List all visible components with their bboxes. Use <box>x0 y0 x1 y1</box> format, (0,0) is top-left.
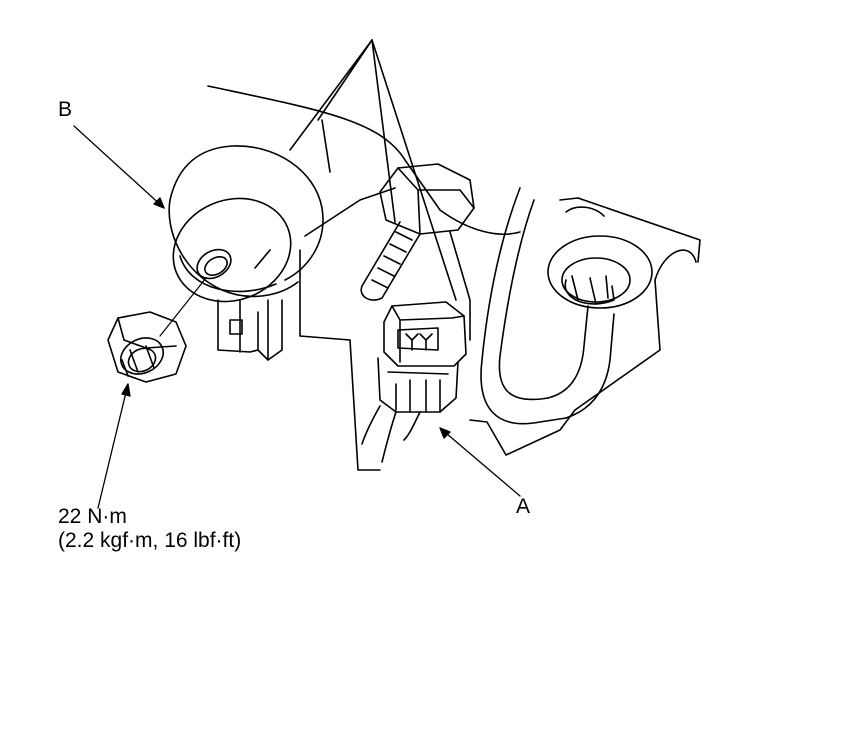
engine-block-outline <box>207 39 701 471</box>
torque-metric: 22 N·m <box>58 505 127 528</box>
leader-a <box>439 427 521 497</box>
callout-b: B <box>58 98 73 121</box>
leader-torque <box>97 383 129 509</box>
callout-a: A <box>516 495 531 518</box>
leader-b <box>73 125 165 209</box>
sensor-nut <box>107 277 207 383</box>
arrowhead-b <box>153 197 165 209</box>
arrowhead-torque <box>121 383 131 397</box>
stud-bolt <box>360 163 475 301</box>
knock-sensor <box>168 145 324 361</box>
harness-connector <box>361 301 467 463</box>
leader-lines <box>73 125 521 509</box>
torque-spec: 22 N·m (2.2 kgf·m, 16 lbf·ft) <box>58 505 241 553</box>
torque-alternate: (2.2 kgf·m, 16 lbf·ft) <box>58 529 242 552</box>
arrowhead-a <box>439 427 451 439</box>
coolant-hose <box>480 187 653 425</box>
